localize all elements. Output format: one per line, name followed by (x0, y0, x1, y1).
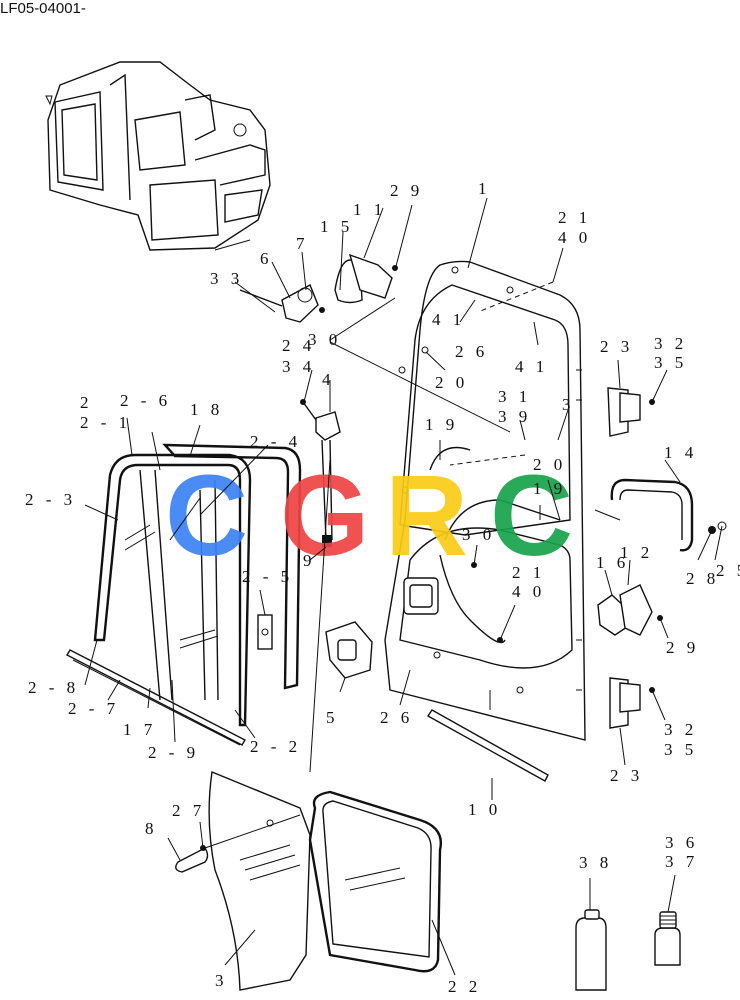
callout-label: 1 7 (123, 720, 156, 739)
callout-label: 4 0 (512, 582, 545, 601)
callout-label: 1 0 (468, 800, 501, 819)
bottle-36-37 (654, 911, 681, 966)
inner-handle (325, 621, 373, 679)
callout-label: 1 8 (190, 400, 223, 419)
watermark-letter: R (385, 452, 468, 580)
hinge-upper (607, 387, 655, 437)
callout-label: 3 1 (498, 387, 531, 406)
watermark-letter: C (165, 452, 248, 580)
callout-label: 2 5 (716, 561, 740, 580)
callout-label: 1 5 (320, 217, 353, 236)
seal-strip-10 (426, 709, 549, 782)
callout-label: 2 1 (512, 563, 545, 582)
callout-label: 2 6 (380, 708, 413, 727)
callout-label: 3 (215, 971, 228, 990)
callout-label: 3 0 (462, 525, 495, 544)
callout-label: 3 9 (498, 407, 531, 426)
callout-label: 4 0 (558, 228, 591, 247)
callout-label: 4 (322, 370, 335, 389)
callout-label: 2 2 (448, 977, 481, 996)
callout-label: 3 2 (664, 720, 697, 739)
callout-label: 4 1 (432, 310, 465, 329)
callout-label: 2 1 (558, 208, 591, 227)
pin-8 (175, 845, 209, 873)
lock-assembly (239, 284, 325, 323)
callout-label: 9 (303, 551, 316, 570)
callout-label: 1 1 (353, 200, 386, 219)
callout-label: 2 3 (610, 766, 643, 785)
callout-label: 1 (478, 179, 491, 198)
callout-label: 1 4 (664, 443, 697, 462)
bottom-seal-strip (66, 649, 246, 746)
callout-label: 3 5 (654, 353, 687, 372)
callout-label: 1 9 (425, 415, 458, 434)
watermark: C G R C (165, 452, 573, 580)
leader-lines (84, 197, 723, 976)
watermark-letter: G (280, 452, 369, 580)
callout-label: 2 - 4 (250, 432, 301, 451)
callout-label: 2 3 (600, 337, 633, 356)
callout-label: 2 - 6 (120, 391, 171, 410)
callout-label: 2 - 1 (80, 413, 131, 432)
callout-label: 2 0 (435, 373, 468, 392)
callout-labels: 1 2 2 - 1 2 - 6 1 8 2 - 4 2 - 3 2 - 5 2 … (25, 179, 740, 996)
callout-label: 8 (145, 819, 158, 838)
callout-label: 2 7 (172, 801, 205, 820)
callout-label: 2 - 9 (148, 743, 199, 762)
callout-label: 3 5 (664, 740, 697, 759)
callout-label: 1 2 (620, 543, 653, 562)
callout-label: 5 (326, 708, 339, 727)
callout-label: 4 1 (515, 357, 548, 376)
part-16-cover (597, 584, 663, 636)
callout-label: 3 4 (282, 357, 315, 376)
callout-label: 2 - 7 (68, 699, 119, 718)
drawing-code: LF05-04001- (0, 0, 86, 17)
callout-label: 2 9 (666, 638, 699, 657)
weatherstrip-seal (308, 790, 442, 973)
callout-label: 3 7 (665, 852, 698, 871)
hinge-lower (609, 677, 655, 729)
callout-label: 6 (260, 249, 273, 268)
callout-label: 1 9 (533, 479, 566, 498)
cab-overview-illustration (45, 61, 271, 251)
callout-label: 3 2 (654, 334, 687, 353)
callout-label: 7 (296, 234, 309, 253)
callout-label: 3 0 (308, 330, 341, 349)
callout-label: 3 6 (665, 833, 698, 852)
callout-label: 2 - 8 (28, 678, 79, 697)
callout-label: 3 3 (210, 269, 243, 288)
callout-label: 2 6 (455, 342, 488, 361)
callout-label: 2 - 5 (242, 567, 293, 586)
callout-label: 3 (562, 395, 575, 414)
window-glass-frame (93, 443, 302, 727)
callout-label: 1 6 (596, 553, 629, 572)
callout-label: 2 - 2 (250, 737, 301, 756)
bracket-15 (334, 253, 398, 304)
glass-pane (208, 771, 311, 991)
callout-label: 2 9 (390, 181, 423, 200)
callout-label: 2 0 (533, 455, 566, 474)
callout-label: 2 4 (282, 336, 315, 355)
callout-label: 2 - 3 (25, 490, 76, 509)
callout-label: 2 8 (686, 569, 719, 588)
callout-label: 3 8 (579, 853, 612, 872)
callout-label: 2 (80, 393, 93, 412)
grab-handle (610, 478, 727, 552)
bottle-38 (575, 909, 607, 991)
lock-rod (300, 399, 341, 547)
door-frame (384, 260, 586, 741)
